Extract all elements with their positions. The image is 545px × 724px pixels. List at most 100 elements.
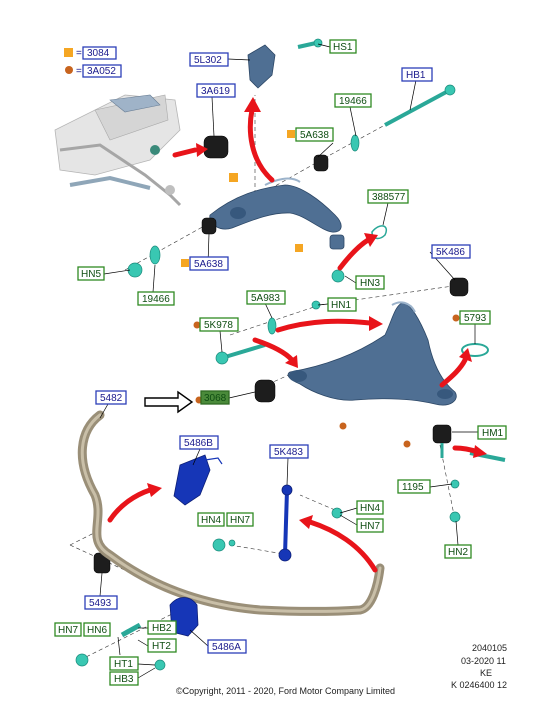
svg-text:5A983: 5A983 (251, 293, 280, 304)
highlight-arrow-icon (144, 390, 194, 414)
svg-text:HN4: HN4 (360, 503, 380, 514)
washer-19466-lower (149, 245, 161, 265)
bracket-5486A (169, 597, 199, 637)
stabilizer-bar-5482 (77, 410, 385, 616)
callout-5K483 (269, 444, 309, 459)
svg-text:HN5: HN5 (81, 269, 101, 280)
callout-HS1 (329, 39, 357, 54)
svg-text:1195: 1195 (402, 482, 424, 493)
svg-text:HB1: HB1 (406, 70, 426, 81)
nut-HN3 (331, 269, 345, 283)
callout-3068 (200, 390, 230, 405)
footer-ref: K 0246400 12 (451, 680, 507, 690)
legend-label-3A052: 3A052 (87, 66, 116, 77)
callout-HN4-right (356, 500, 384, 515)
callout-3A619 (196, 83, 236, 98)
footer-copyright: ©Copyright, 2011 - 2020, Ford Motor Comp… (176, 686, 395, 696)
svg-text:5K483: 5K483 (274, 447, 303, 458)
callout-19466-upper (334, 93, 372, 108)
svg-text:3068: 3068 (204, 393, 227, 404)
svg-text:HN4: HN4 (201, 515, 221, 526)
svg-text:5K978: 5K978 (204, 320, 233, 331)
svg-text:=: = (76, 66, 82, 77)
svg-text:19466: 19466 (142, 294, 170, 305)
callout-5493 (84, 595, 118, 610)
legend-box-3084 (82, 46, 117, 60)
svg-text:19466: 19466 (339, 96, 367, 107)
svg-text:=: = (76, 48, 82, 59)
leader-lines (99, 43, 478, 679)
svg-text:5A638: 5A638 (300, 130, 329, 141)
callout-HN5 (77, 266, 105, 281)
callout-5486A (207, 639, 247, 654)
callout-5K486 (431, 244, 471, 259)
bolt-HT1 (154, 659, 166, 671)
bushing-5K486 (449, 277, 469, 297)
legend-dot-icon (65, 66, 73, 74)
callout-5482 (95, 390, 127, 405)
callout-HN2 (444, 544, 472, 559)
svg-text:HT1: HT1 (114, 659, 133, 670)
callout-HB2 (147, 620, 177, 635)
callout-HM1 (477, 425, 507, 440)
washer-19466-upper (350, 134, 360, 152)
legend-label-3084: 3084 (87, 48, 110, 59)
svg-text:5793: 5793 (464, 313, 487, 324)
callout-5793 (459, 310, 491, 325)
vehicle-frame-ghost (54, 94, 182, 207)
svg-text:5486A: 5486A (212, 642, 241, 653)
legend: = 3084 = 3A052 (64, 46, 122, 78)
svg-text:3A619: 3A619 (201, 86, 230, 97)
callout-HN3 (355, 275, 385, 290)
svg-text:HN7: HN7 (230, 515, 250, 526)
direction-arrows (107, 97, 487, 573)
washer-5A983 (267, 317, 277, 335)
svg-text:HS1: HS1 (333, 42, 353, 53)
callout-5L302 (189, 52, 229, 67)
footer-date: 03-2020 11 (461, 656, 506, 666)
callout-388577 (367, 189, 409, 204)
svg-text:HN1: HN1 (331, 300, 351, 311)
callout-HN7-bottom (54, 622, 82, 637)
legend-box-3A052 (82, 64, 122, 78)
callout-5486B (179, 435, 219, 450)
svg-text:HT2: HT2 (152, 641, 171, 652)
nut-HN5 (127, 262, 143, 278)
callouts-blue: 5L302 3A619 HB1 5K486 5A638 5482 5486B 5… (84, 52, 471, 654)
nut-HN4-right (331, 507, 343, 519)
svg-text:388577: 388577 (372, 192, 406, 203)
svg-text:HN3: HN3 (360, 278, 380, 289)
svg-text:HN2: HN2 (448, 547, 468, 558)
bushing-upper-front (201, 217, 217, 235)
bolt-HB1 (384, 88, 451, 127)
svg-text:5A638: 5A638 (194, 259, 223, 270)
svg-text:5482: 5482 (100, 393, 123, 404)
nut-HN6 (75, 653, 89, 667)
ball-joint-lower (432, 424, 452, 444)
callout-19466-lower (137, 291, 175, 306)
svg-text:5486B: 5486B (184, 438, 213, 449)
upper-control-arm (209, 177, 342, 233)
bracket-5L302 (247, 44, 276, 89)
callout-1195 (397, 479, 431, 494)
nut-HN7-left (212, 538, 226, 552)
callout-HN6 (83, 622, 111, 637)
bolt-HS1 (297, 41, 317, 49)
svg-text:HN6: HN6 (87, 625, 107, 636)
callout-HT1 (109, 656, 139, 671)
svg-text:5L302: 5L302 (194, 55, 222, 66)
callout-HB3 (109, 671, 139, 686)
footer-code: 2040105 (472, 643, 507, 653)
svg-text:HM1: HM1 (482, 428, 504, 439)
svg-text:HB3: HB3 (114, 674, 134, 685)
svg-text:5493: 5493 (89, 598, 112, 609)
callout-5K978 (199, 317, 239, 332)
callout-5A638-upper (295, 127, 334, 142)
washer-1195 (450, 479, 460, 489)
svg-text:5K486: 5K486 (436, 247, 465, 258)
footer-region: KE (480, 668, 492, 678)
callout-5A983 (246, 290, 286, 305)
bolt-HB2 (120, 622, 142, 638)
ball-joint-upper (329, 234, 345, 250)
